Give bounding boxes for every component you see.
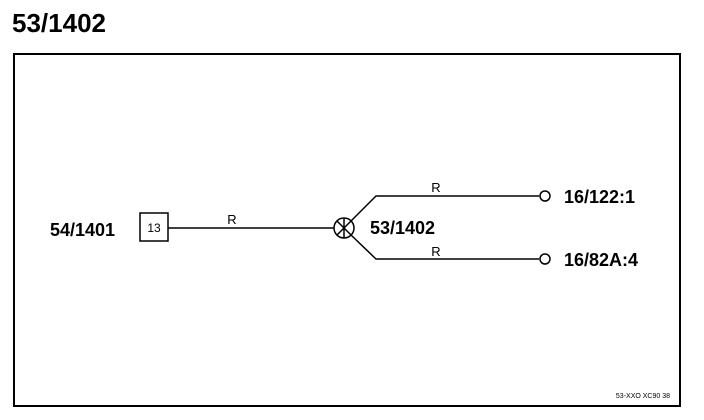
lower-wire-color: R <box>431 244 440 259</box>
diagram-frame <box>13 53 681 407</box>
upper-wire-color: R <box>431 180 440 195</box>
lower-terminal-icon <box>539 253 551 265</box>
lower-branch-wire <box>350 234 539 260</box>
splice-icon <box>333 217 355 239</box>
source-pin-number: 13 <box>147 221 161 235</box>
upper-destination-label: 16/122:1 <box>564 187 635 207</box>
main-wire-color: R <box>227 212 236 227</box>
drawing-code: 53-XXO XC90 38 <box>616 393 670 400</box>
page-title: 53/1402 <box>12 8 106 38</box>
source-pin-box <box>139 212 169 242</box>
upper-terminal-icon <box>539 190 551 202</box>
lower-destination-label: 16/82A:4 <box>564 250 638 270</box>
upper-branch-wire <box>350 195 539 222</box>
splice-label: 53/1402 <box>370 218 435 238</box>
source-connector-label: 54/1401 <box>50 220 115 240</box>
